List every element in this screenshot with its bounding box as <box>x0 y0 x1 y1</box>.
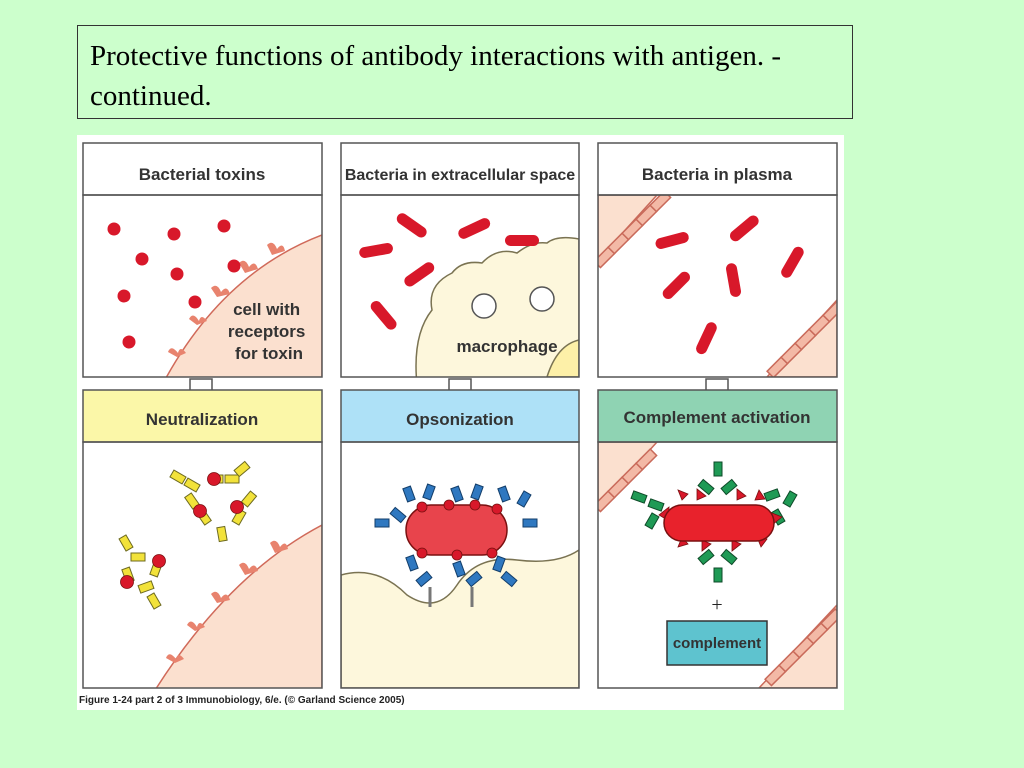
cell-label-toxin: cell with receptors for toxin <box>228 300 310 363</box>
vessel-wall-top <box>598 195 672 269</box>
panel-neutralization: Neutralization <box>82 389 323 689</box>
toxin-receptor-cell <box>165 234 322 377</box>
toxin-molecules <box>107 219 241 349</box>
panel-complement-activation: Complement activation + complement <box>597 389 838 689</box>
figure-diagram: Bacterial toxins cell with receptors for… <box>82 142 838 689</box>
panel-title-complement: Complement activation <box>623 408 810 427</box>
panel-title-bacterial-toxins: Bacterial toxins <box>139 165 266 184</box>
panel-bacterial-toxins: Bacterial toxins cell with receptors for… <box>82 142 323 378</box>
neutralizing-complex-2 <box>118 534 163 610</box>
immunology-figure: Bacterial toxins cell with receptors for… <box>77 135 844 710</box>
plus-sign: + <box>711 594 722 616</box>
panel-title-plasma: Bacteria in plasma <box>642 165 793 184</box>
panel-extracellular-bacteria: Bacteria in extracellular space macropha… <box>340 142 580 378</box>
complement-bacterium <box>663 504 775 542</box>
slide-title: Protective functions of antibody interac… <box>77 25 853 119</box>
macrophage-surface <box>341 549 579 688</box>
extracellular-bacteria <box>359 213 539 330</box>
panel-title-extracellular: Bacteria in extracellular space <box>345 167 575 184</box>
panel-title-neutralization: Neutralization <box>146 410 258 429</box>
figure-caption: Figure 1-24 part 2 of 3 Immunobiology, 6… <box>79 695 405 706</box>
panel-title-opsonization: Opsonization <box>406 410 514 429</box>
macrophage <box>415 236 579 377</box>
plasma-bacteria <box>655 215 804 355</box>
panel-plasma-bacteria: Bacteria in plasma <box>597 142 838 378</box>
panel-opsonization: Opsonization <box>340 389 580 689</box>
cell-label-macrophage: macrophage <box>456 337 557 356</box>
complement-box <box>666 620 768 666</box>
opsonized-bacterium <box>405 504 508 556</box>
complement-antibodies <box>630 461 798 583</box>
complement-label: complement <box>673 635 761 652</box>
